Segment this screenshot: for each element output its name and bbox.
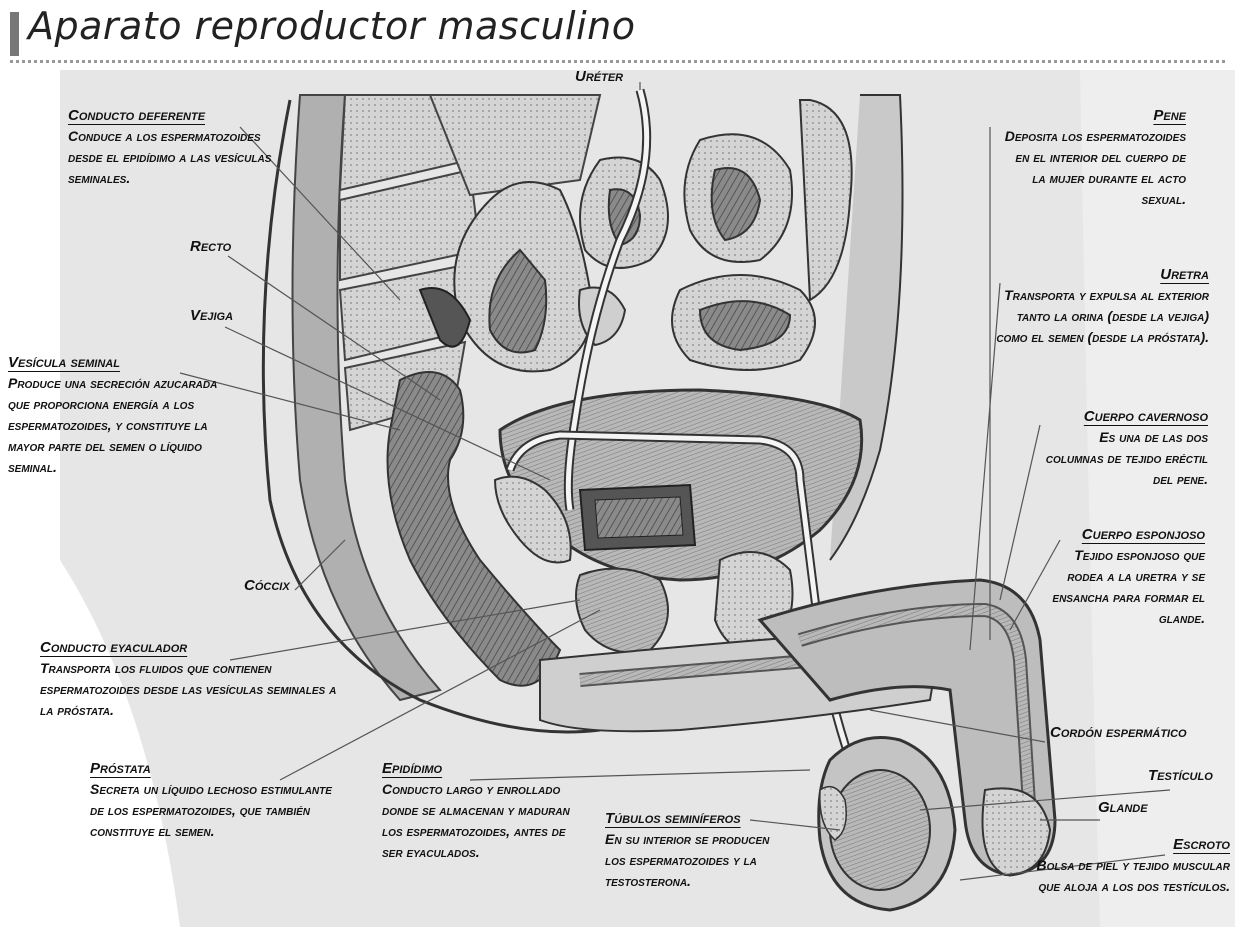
conducto-eyaculador-name: Conducto eyaculador	[40, 637, 350, 658]
conducto-deferente-desc: Conduce a los espermatozoides desde el e…	[68, 126, 288, 189]
label-cuerpo-cavernoso: Cuerpo cavernoso Es una de las dos colum…	[1040, 406, 1208, 490]
label-epididimo: Epidídimo Conducto largo y enrollado don…	[382, 758, 572, 863]
conducto-eyaculador-desc: Transporta los fluidos que contienen esp…	[40, 658, 350, 721]
cuerpo-esponjoso-name: Cuerpo esponjoso	[1050, 524, 1205, 545]
prostata-name: Próstata	[90, 758, 340, 779]
tubulos-seminiferos-name: Túbulos seminíferos	[605, 808, 790, 829]
cuerpo-cavernoso-name: Cuerpo cavernoso	[1040, 406, 1208, 427]
vesicula-seminal-desc: Produce una secreción azucarada que prop…	[8, 373, 233, 478]
label-cordon-espermatico: Cordón espermático	[1050, 722, 1187, 743]
pene-name: Pene	[1000, 105, 1186, 126]
cuerpo-esponjoso-desc: Tejido esponjoso que rodea a la uretra y…	[1050, 545, 1205, 629]
escroto-desc: Bolsa de piel y tejido muscular que aloj…	[1020, 855, 1230, 897]
label-cuerpo-esponjoso: Cuerpo esponjoso Tejido esponjoso que ro…	[1050, 524, 1205, 629]
uretra-desc: Transporta y expulsa al exterior tanto l…	[995, 285, 1209, 348]
label-vejiga: Vejiga	[190, 305, 233, 326]
epididimo-name: Epidídimo	[382, 758, 572, 779]
label-coccix: Cóccix	[244, 575, 290, 596]
label-pene: Pene Deposita los espermatozoides en el …	[1000, 105, 1186, 210]
label-recto: Recto	[190, 236, 231, 257]
label-conducto-deferente: Conducto deferente Conduce a los esperma…	[68, 105, 288, 189]
escroto-name: Escroto	[1020, 834, 1230, 855]
label-vesicula-seminal: Vesícula seminal Produce una secreción a…	[8, 352, 233, 478]
label-testiculo: Testículo	[1148, 765, 1213, 786]
tubulos-seminiferos-desc: En su interior se producen los espermato…	[605, 829, 790, 892]
pene-desc: Deposita los espermatozoides en el inter…	[1000, 126, 1186, 210]
prostata-desc: Secreta un líquido lechoso estimulante d…	[90, 779, 340, 842]
label-ureter: Uréter	[575, 66, 623, 87]
epididimo-desc: Conducto largo y enrollado donde se alma…	[382, 779, 572, 863]
vesicula-seminal-name: Vesícula seminal	[8, 352, 233, 373]
label-glande: Glande	[1098, 797, 1148, 818]
label-uretra: Uretra Transporta y expulsa al exterior …	[995, 264, 1209, 348]
uretra-name: Uretra	[995, 264, 1209, 285]
label-escroto: Escroto Bolsa de piel y tejido muscular …	[1020, 834, 1230, 897]
testicle-shape	[830, 770, 930, 890]
conducto-deferente-name: Conducto deferente	[68, 105, 288, 126]
cuerpo-cavernoso-desc: Es una de las dos columnas de tejido eré…	[1040, 427, 1208, 490]
label-prostata: Próstata Secreta un líquido lechoso esti…	[90, 758, 340, 842]
label-tubulos-seminiferos: Túbulos seminíferos En su interior se pr…	[605, 808, 790, 892]
label-conducto-eyaculador: Conducto eyaculador Transporta los fluid…	[40, 637, 350, 721]
